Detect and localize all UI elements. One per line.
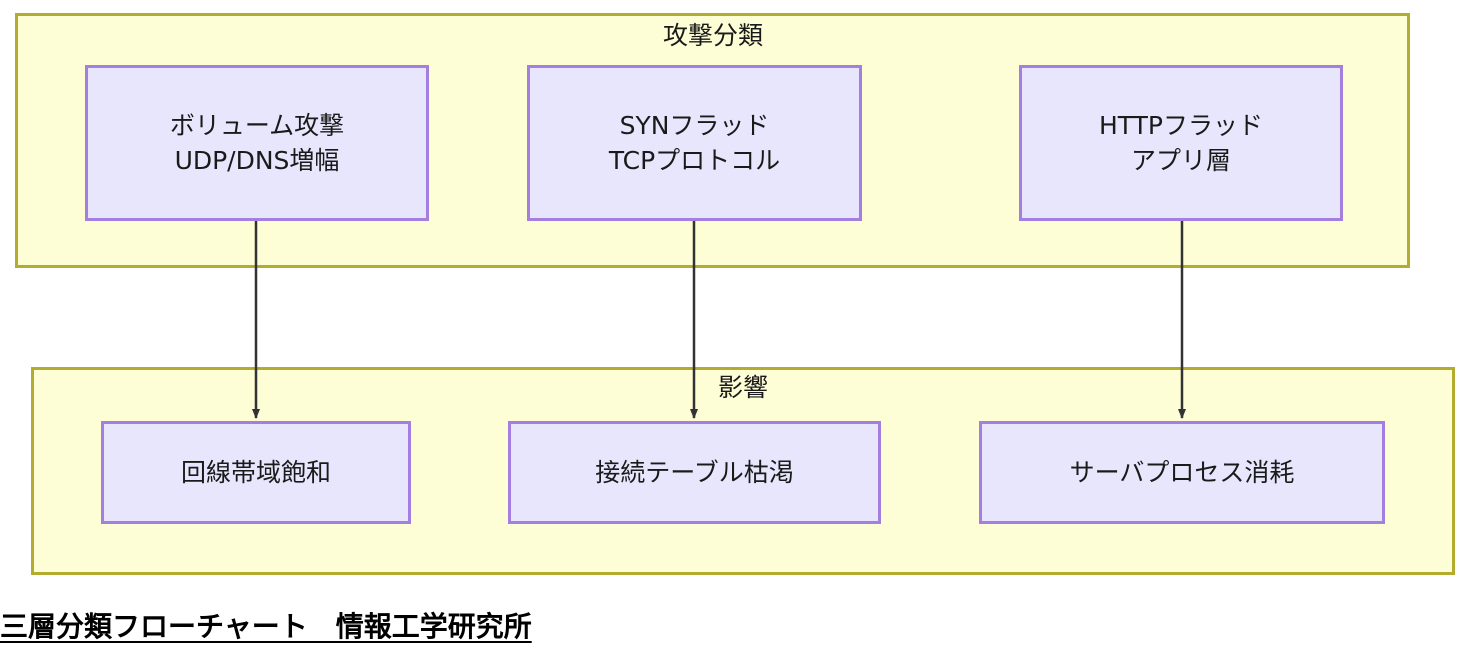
node-volumetric-attack[interactable]: ボリューム攻撃 UDP/DNS増幅 (85, 65, 429, 221)
diagram-caption: 三層分類フローチャート 情報工学研究所 (0, 610, 532, 643)
node-syn-flood-line-2: TCPプロトコル (608, 146, 781, 175)
group-impact-label: 影響 (717, 373, 769, 402)
node-bandwidth-saturation-line-1: 回線帯域飽和 (180, 457, 331, 487)
group-attack-classification-label: 攻撃分類 (662, 21, 764, 50)
node-connection-table-exhaustion[interactable]: 接続テーブル枯渇 (508, 421, 881, 524)
node-connection-table-exhaustion-line-1: 接続テーブル枯渇 (595, 457, 794, 487)
node-bandwidth-saturation[interactable]: 回線帯域飽和 (101, 421, 411, 524)
node-http-flood-line-2: アプリ層 (1130, 146, 1231, 175)
node-syn-flood[interactable]: SYNフラッド TCPプロトコル (527, 65, 862, 221)
node-volumetric-attack-line-2: UDP/DNS増幅 (174, 146, 340, 175)
node-syn-flood-line-1: SYNフラッド (619, 110, 770, 140)
node-http-flood[interactable]: HTTPフラッド アプリ層 (1019, 65, 1343, 221)
node-volumetric-attack-line-1: ボリューム攻撃 (169, 110, 345, 140)
node-server-process-exhaustion[interactable]: サーバプロセス消耗 (979, 421, 1385, 524)
node-http-flood-line-1: HTTPフラッド (1099, 110, 1263, 140)
node-server-process-exhaustion-line-1: サーバプロセス消耗 (1069, 457, 1295, 487)
